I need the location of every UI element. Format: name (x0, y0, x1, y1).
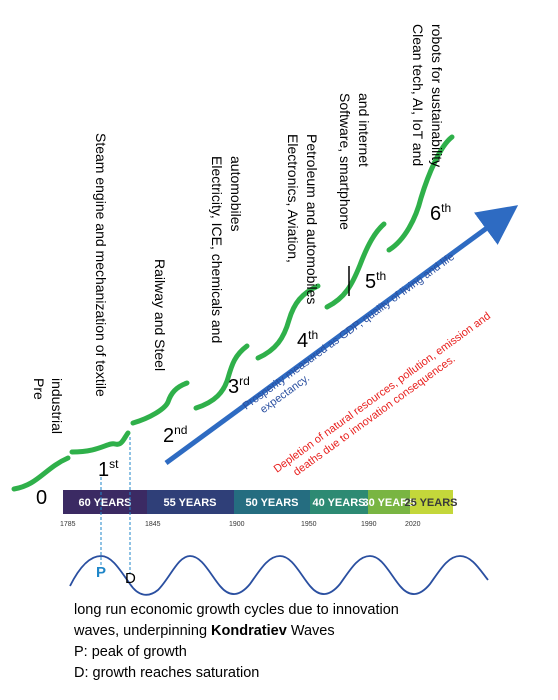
timeline-year-1845: 1845 (145, 521, 161, 528)
caption-kondratiev: Kondratiev (211, 623, 287, 639)
wave-numbers: 0 1st 2nd 3rd 4th 5th 6th (36, 201, 451, 509)
timeline-year-1785: 1785 (60, 521, 76, 528)
wave-label-1: Steam engine and mechanization of textil… (93, 133, 109, 397)
wave-curves (11, 134, 455, 492)
timeline-segment-50 (234, 490, 310, 514)
wave-number-1: 1st (98, 457, 119, 481)
kondratiev-sine-wave (69, 555, 489, 596)
timeline-year-2020: 2020 (405, 521, 421, 528)
wave-curve-2 (130, 380, 190, 426)
wave-curve-6 (386, 134, 455, 253)
timeline-segment-55 (147, 490, 234, 514)
caption-line-2-suffix: Waves (286, 623, 335, 639)
timeline-segment-40 (310, 490, 368, 514)
wave-number-2: 2nd (163, 423, 187, 447)
wave-label-3: Electricity, ICE, chemicals and automobi… (209, 156, 244, 347)
caption-line-1: long run economic growth cycles due to i… (74, 602, 399, 618)
wave-label-0: Pre industrial (31, 378, 65, 434)
timeline-label-40: 40 YEARS (313, 497, 366, 509)
wave-curve-5 (324, 221, 387, 310)
timeline-segment-30 (368, 490, 410, 514)
caption: long run economic growth cycles due to i… (74, 600, 544, 684)
wave-label-5: Software, smartphone and internet (337, 93, 372, 234)
wave-number-0: 0 (36, 487, 47, 509)
timeline-segment-60 (63, 490, 147, 514)
wave-curve-3 (193, 343, 250, 411)
wave-number-6: 6th (430, 201, 451, 225)
timeline-label-55: 55 YEARS (164, 497, 217, 509)
timeline-label-25: 25 YEARS (405, 497, 458, 509)
wave-curve-1 (69, 430, 131, 455)
wave-label-6: Clean tech, AI, IoT and robots for susta… (410, 24, 445, 170)
wave-number-5: 5th (365, 269, 386, 293)
wave-label-4: Electronics, Aviation, Petroleum and aut… (285, 134, 320, 304)
timeline-label-60: 60 YEARS (79, 497, 132, 509)
caption-line-2: waves, underpinning Kondratiev Waves (74, 621, 544, 642)
caption-line-2-prefix: waves, underpinning (74, 623, 212, 639)
timeline-year-1990: 1990 (361, 521, 377, 528)
wave-curve-0 (11, 455, 71, 492)
peak-marker: P (96, 564, 106, 581)
saturation-marker: D (125, 570, 136, 587)
timeline-year-1900: 1900 (229, 521, 245, 528)
caption-line-3: P: peak of growth (74, 644, 187, 660)
timeline-label-30: 30 YEARS (363, 497, 416, 509)
wave-number-3: 3rd (228, 374, 250, 398)
timeline-segment-25 (410, 490, 453, 514)
wave-curve-4 (255, 283, 321, 361)
wave-label-2: Railway and Steel (152, 259, 168, 371)
wave-labels: Pre industrial Steam engine and mechaniz… (31, 24, 445, 434)
timeline-year-1950: 1950 (301, 521, 317, 528)
kondratiev-diagram: 0 1st 2nd 3rd 4th 5th 6th Pre industrial… (11, 24, 519, 596)
prosperity-arrow (164, 205, 519, 466)
timeline-bar: 60 YEARS 55 YEARS 50 YEARS 40 YEARS 30 Y… (60, 490, 458, 528)
timeline-label-50: 50 YEARS (246, 497, 299, 509)
wave-number-4: 4th (297, 328, 318, 352)
caption-line-4: D: growth reaches saturation (74, 665, 260, 681)
